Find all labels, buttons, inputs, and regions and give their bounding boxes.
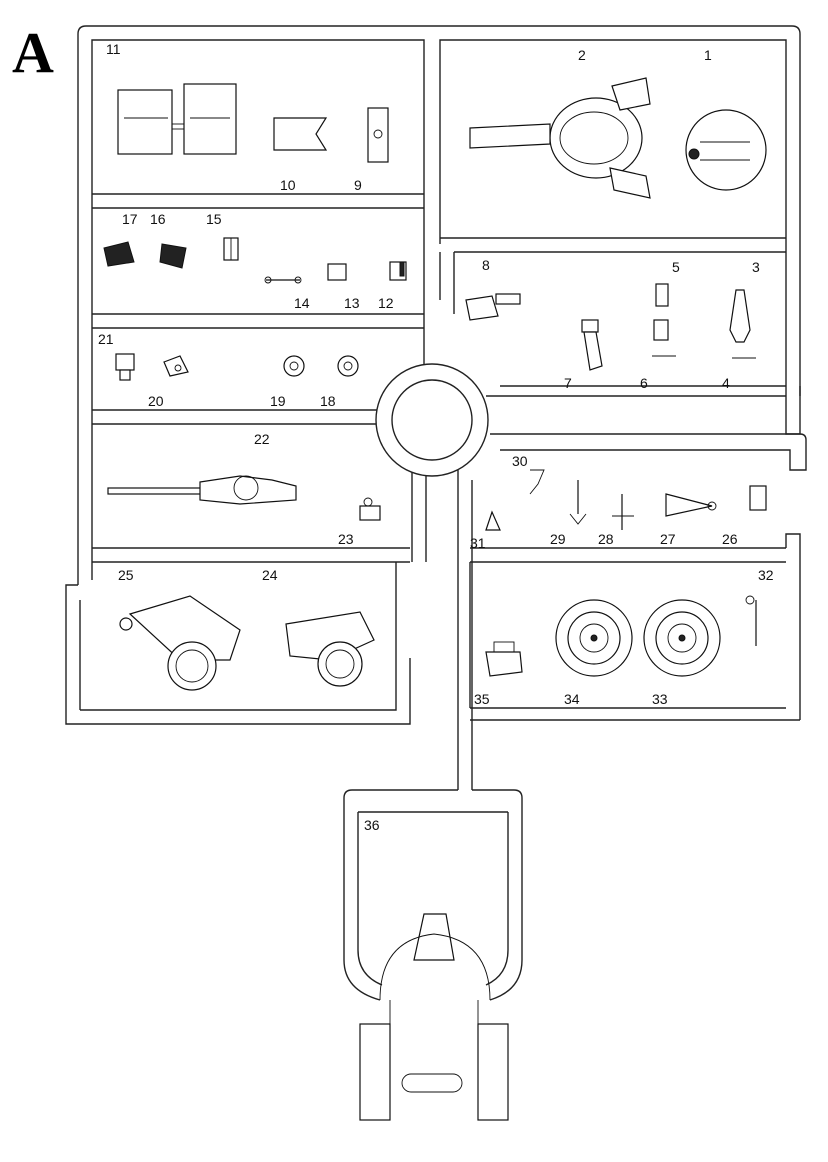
- sprue-letter: A: [12, 20, 54, 85]
- part-number-28: 28: [598, 531, 614, 547]
- part-number-16: 16: [150, 211, 166, 227]
- part-1-drawing: [685, 109, 767, 191]
- part-28-drawing: [612, 494, 634, 530]
- part-13-drawing: [327, 263, 347, 281]
- part-number-8: 8: [482, 257, 490, 273]
- part-number-30: 30: [512, 453, 528, 469]
- part-number-35: 35: [474, 691, 490, 707]
- part-number-12: 12: [378, 295, 394, 311]
- part-26-drawing: [749, 485, 767, 511]
- part-number-33: 33: [652, 691, 668, 707]
- part-16-drawing: [159, 243, 187, 269]
- part-number-31: 31: [470, 535, 486, 551]
- part-17-drawing: [103, 241, 135, 267]
- part-number-21: 21: [98, 331, 114, 347]
- part-number-9: 9: [354, 177, 362, 193]
- part-29-drawing: [569, 480, 587, 525]
- part-27-drawing: [665, 493, 717, 517]
- sprue-frame: [65, 25, 807, 1001]
- part-19-drawing: [283, 355, 305, 377]
- part-number-17: 17: [122, 211, 138, 227]
- part-33-drawing: [643, 599, 721, 677]
- part-14-drawing: [264, 276, 302, 284]
- part-21-drawing: [115, 353, 135, 381]
- part-number-34: 34: [564, 691, 580, 707]
- part-number-5: 5: [672, 259, 680, 275]
- part-number-4: 4: [722, 375, 730, 391]
- part-22-drawing: [107, 475, 297, 505]
- part-35-drawing: [485, 641, 523, 677]
- part-15-drawing: [223, 237, 239, 261]
- part-number-1: 1: [704, 47, 712, 63]
- part-32-drawing: [745, 595, 757, 646]
- part-number-11: 11: [106, 41, 121, 57]
- part-number-19: 19: [270, 393, 286, 409]
- part-number-20: 20: [148, 393, 164, 409]
- part-number-32: 32: [758, 567, 774, 583]
- part-number-13: 13: [344, 295, 360, 311]
- part-number-2: 2: [578, 47, 586, 63]
- part-24-drawing: [285, 611, 375, 687]
- part-25-drawing: [119, 595, 241, 691]
- part-number-3: 3: [752, 259, 760, 275]
- part-number-29: 29: [550, 531, 566, 547]
- part-number-6: 6: [640, 375, 648, 391]
- part-7-drawing: [581, 319, 603, 371]
- part-12-drawing: [389, 261, 407, 281]
- part-number-27: 27: [660, 531, 676, 547]
- part-number-25: 25: [118, 567, 134, 583]
- part-18-drawing: [337, 355, 359, 377]
- part-number-24: 24: [262, 567, 278, 583]
- part-number-26: 26: [722, 531, 738, 547]
- part-8-drawing: [465, 293, 521, 321]
- part-31-drawing: [485, 510, 501, 531]
- part-34-drawing: [555, 599, 633, 677]
- part-36-drawing: [359, 913, 509, 1121]
- part-10-drawing: [273, 117, 328, 151]
- part-number-15: 15: [206, 211, 222, 227]
- part-numbers: 1 2 3 4 5 6 7 8 9 10 11 12 13 14 15 16 1…: [98, 41, 774, 833]
- part-2-drawing: [469, 77, 651, 199]
- part-9-drawing: [367, 107, 389, 163]
- part-number-7: 7: [564, 375, 572, 391]
- part-number-10: 10: [280, 177, 296, 193]
- part-11-drawing: [117, 83, 237, 155]
- part-20-drawing: [163, 355, 189, 377]
- part-number-36: 36: [364, 817, 380, 833]
- part-5-6-drawing: [652, 283, 676, 357]
- part-3-4-drawing: [729, 289, 756, 359]
- part-number-23: 23: [338, 531, 354, 547]
- part-number-18: 18: [320, 393, 336, 409]
- part-23-drawing: [359, 497, 381, 521]
- part-number-22: 22: [254, 431, 270, 447]
- part-30-drawing: [529, 469, 545, 495]
- part-number-14: 14: [294, 295, 310, 311]
